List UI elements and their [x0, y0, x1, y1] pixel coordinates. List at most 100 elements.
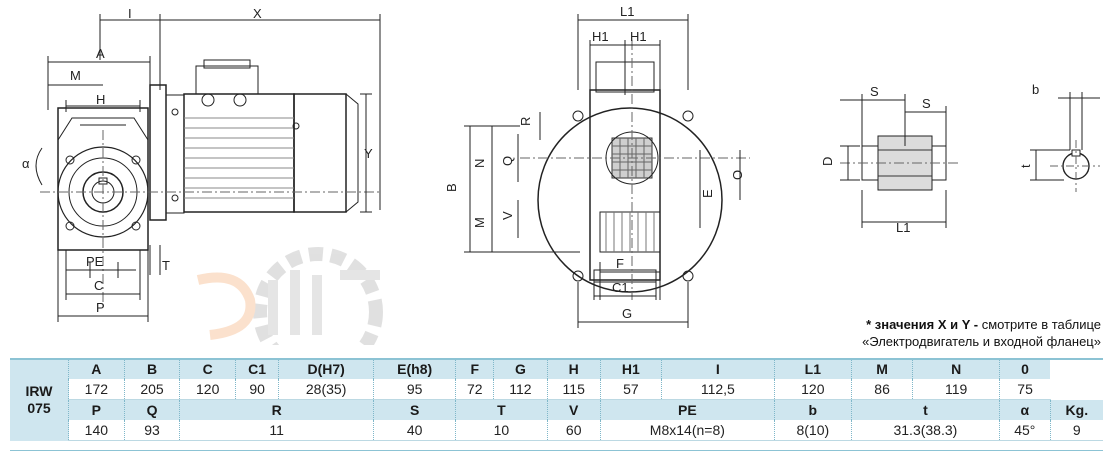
svg-text:L1: L1 — [620, 4, 634, 19]
header-cell: H1 — [599, 359, 662, 379]
value-cell: 112,5 — [660, 379, 775, 400]
svg-text:H: H — [96, 92, 105, 107]
svg-text:α: α — [22, 156, 30, 171]
header-cell: Q — [123, 399, 180, 420]
header-cell: N — [912, 359, 1000, 379]
svg-text:R: R — [518, 117, 533, 126]
side-view-labels: L1 H1 H1 R B N Q M V E O F C1 G — [444, 4, 745, 321]
header-cell: B — [123, 359, 180, 379]
svg-text:S: S — [922, 96, 931, 111]
motor-flange-note: * значения X и Y - смотрите в таблице «Э… — [862, 316, 1101, 350]
header-cell: F — [455, 359, 494, 379]
header-cell: L1 — [773, 359, 852, 379]
shaft-view — [840, 94, 960, 228]
side-view — [464, 14, 750, 328]
value-cell: 60 — [546, 420, 601, 441]
header-cell: E(h8) — [373, 359, 456, 379]
front-view-labels: I X A M H α PE C P T Y — [22, 6, 373, 315]
header-cell: t — [850, 399, 1000, 420]
header-cell: P — [68, 399, 125, 420]
value-cell: 119 — [912, 379, 1000, 400]
value-cell: 8(10) — [773, 420, 852, 441]
value-cell: 10 — [455, 420, 548, 441]
svg-text:O: O — [730, 170, 745, 180]
svg-text:B: B — [444, 183, 459, 192]
header-cell: A — [68, 359, 125, 379]
svg-text:b: b — [1032, 82, 1039, 97]
header-cell: 0 — [998, 359, 1051, 379]
note-bold: * значения X и Y - — [866, 317, 979, 332]
shaft-view-labels: S S D L1 — [820, 84, 931, 235]
svg-text:Y: Y — [364, 146, 373, 161]
svg-text:H1: H1 — [592, 29, 609, 44]
key-view — [1030, 92, 1100, 192]
note-rest: смотрите в таблице — [978, 317, 1101, 332]
value-cell: 9 — [1049, 420, 1103, 441]
front-view — [35, 14, 381, 322]
header-cell: C — [179, 359, 236, 379]
svg-text:H1: H1 — [630, 29, 647, 44]
value-cell: 90 — [235, 379, 279, 400]
header-cell: H — [546, 359, 601, 379]
value-cell: 57 — [599, 379, 662, 400]
header-cell: G — [493, 359, 548, 379]
header-cell: V — [546, 399, 601, 420]
value-cell: 40 — [373, 420, 456, 441]
svg-text:T: T — [162, 258, 170, 273]
value-cell: 95 — [373, 379, 456, 400]
value-cell: 75 — [998, 379, 1051, 400]
svg-text:Q: Q — [500, 156, 515, 166]
svg-text:G: G — [622, 306, 632, 321]
header-cell: α — [998, 399, 1051, 420]
header-cell: PE — [599, 399, 775, 420]
header-cell: C1 — [235, 359, 279, 379]
table-row: IRW 075 A B C C1 D(H7) E(h8) F G H H1 I … — [10, 359, 1103, 441]
table-row: 140 93 11 40 10 60 M8x14(n=8) 8(10) 31.3… — [10, 420, 1103, 441]
svg-text:S: S — [870, 84, 879, 99]
svg-text:N: N — [472, 159, 487, 168]
value-cell: 140 — [68, 420, 125, 441]
model-cell: IRW 075 — [10, 359, 69, 441]
svg-text:V: V — [500, 211, 515, 220]
value-cell: 172 — [68, 379, 125, 400]
value-cell: 120 — [773, 379, 852, 400]
header-cell: T — [455, 399, 548, 420]
svg-text:F: F — [616, 256, 624, 271]
header-cell: M — [850, 359, 913, 379]
value-cell: 205 — [123, 379, 180, 400]
header-cell: D(H7) — [278, 359, 374, 379]
header-cell: R — [179, 399, 374, 420]
svg-text:L1: L1 — [896, 220, 910, 235]
value-cell: 120 — [179, 379, 236, 400]
table-row: P Q R S T V PE b t α Kg. — [10, 399, 1103, 420]
svg-text:C: C — [94, 278, 103, 293]
header-cell: S — [373, 399, 456, 420]
model-series: IRW — [25, 382, 53, 399]
svg-text:E: E — [700, 189, 715, 198]
value-cell: 28(35) — [278, 379, 374, 400]
svg-text:M: M — [472, 217, 487, 228]
svg-text:P: P — [96, 300, 105, 315]
technical-drawing: I X A M H α PE C P T Y — [22, 4, 1100, 345]
header-cell: I — [660, 359, 775, 379]
value-cell: 93 — [123, 420, 180, 441]
note-line2: «Электродвигатель и входной фланец» — [862, 334, 1101, 349]
svg-text:A: A — [96, 46, 105, 61]
header-cell: Kg. — [1049, 399, 1103, 420]
value-cell: 11 — [179, 420, 374, 441]
watermark-logo — [196, 247, 383, 345]
svg-text:PE: PE — [86, 254, 104, 269]
value-cell: 72 — [455, 379, 494, 400]
value-cell: 115 — [546, 379, 601, 400]
value-cell: 112 — [493, 379, 548, 400]
svg-text:D: D — [820, 157, 835, 166]
svg-text:M: M — [70, 68, 81, 83]
table-row: 172 205 120 90 28(35) 95 72 112 115 57 1… — [10, 379, 1103, 400]
svg-text:X: X — [253, 6, 262, 21]
key-view-labels: b t — [1018, 82, 1039, 168]
svg-text:C1: C1 — [612, 280, 629, 295]
value-cell: M8x14(n=8) — [599, 420, 775, 441]
value-cell: 31.3(38.3) — [850, 420, 1000, 441]
model-size: 075 — [27, 399, 51, 416]
svg-text:t: t — [1018, 164, 1033, 168]
